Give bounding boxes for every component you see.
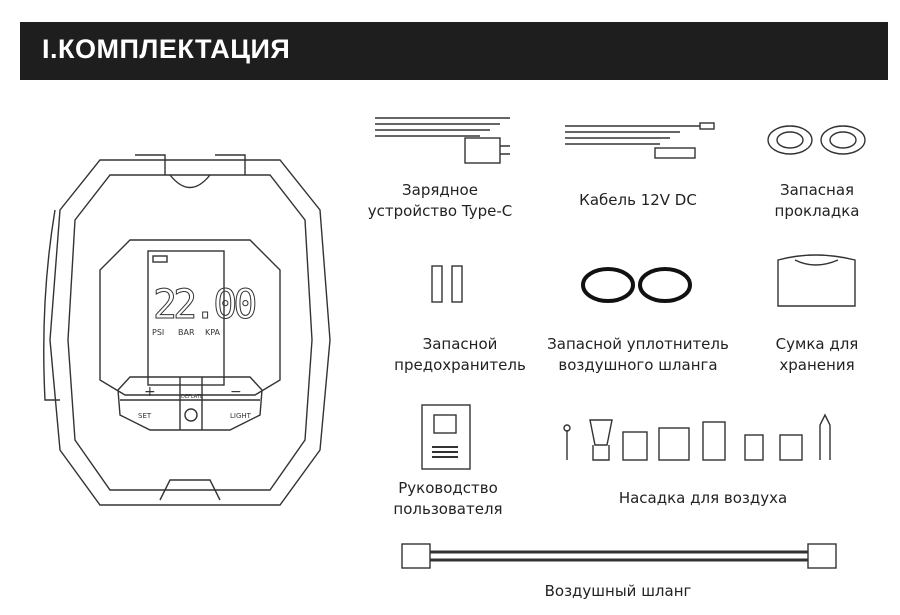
plus-button[interactable]: + [144,384,156,400]
air-compressor-illustration: 22.00 PSI BAR KPA + − DEFLATE SET LIGHT [43,154,331,506]
light-button[interactable]: LIGHT [230,412,252,420]
dc-cable-image [565,122,715,159]
section-title: I.КОМПЛЕКТАЦИЯ [42,34,291,64]
item-label-hose: Воздушный шланг [544,582,692,600]
section-header: I.КОМПЛЕКТАЦИЯ [20,22,888,80]
item-label-dc-cable: Кабель 12V DC [579,191,697,209]
air-nozzles-image [563,413,831,461]
power-button-icon[interactable] [184,408,198,422]
set-button[interactable]: SET [138,412,152,420]
item-label-gasket: Запасная прокладка [774,181,860,220]
spare-fuse-image [431,265,463,303]
hose-seal-rings-image [581,267,692,303]
unit-bar: BAR [178,328,195,337]
display-value: 22.00 [153,282,255,328]
item-label-hose-seal: Запасной уплотнитель воздушного шланга [547,335,729,374]
item-label-bag: Сумка для хранения [775,335,859,374]
deflate-button[interactable]: DEFLATE [181,394,203,400]
minus-button[interactable]: − [230,384,242,400]
unit-kpa: KPA [205,328,221,337]
storage-bag-image [777,254,856,307]
type-c-charger-image [375,117,510,164]
item-label-charger: Зарядное устройство Type-C [367,181,513,220]
user-manual-image [421,404,471,470]
item-label-manual: Руководство пользователя [393,479,503,518]
air-hose-image [401,543,837,569]
unit-psi: PSI [152,328,164,337]
item-label-nozzles: Насадка для воздуха [618,489,788,507]
item-label-fuse: Запасной предохранитель [394,335,526,374]
spare-gasket-image [767,125,866,155]
